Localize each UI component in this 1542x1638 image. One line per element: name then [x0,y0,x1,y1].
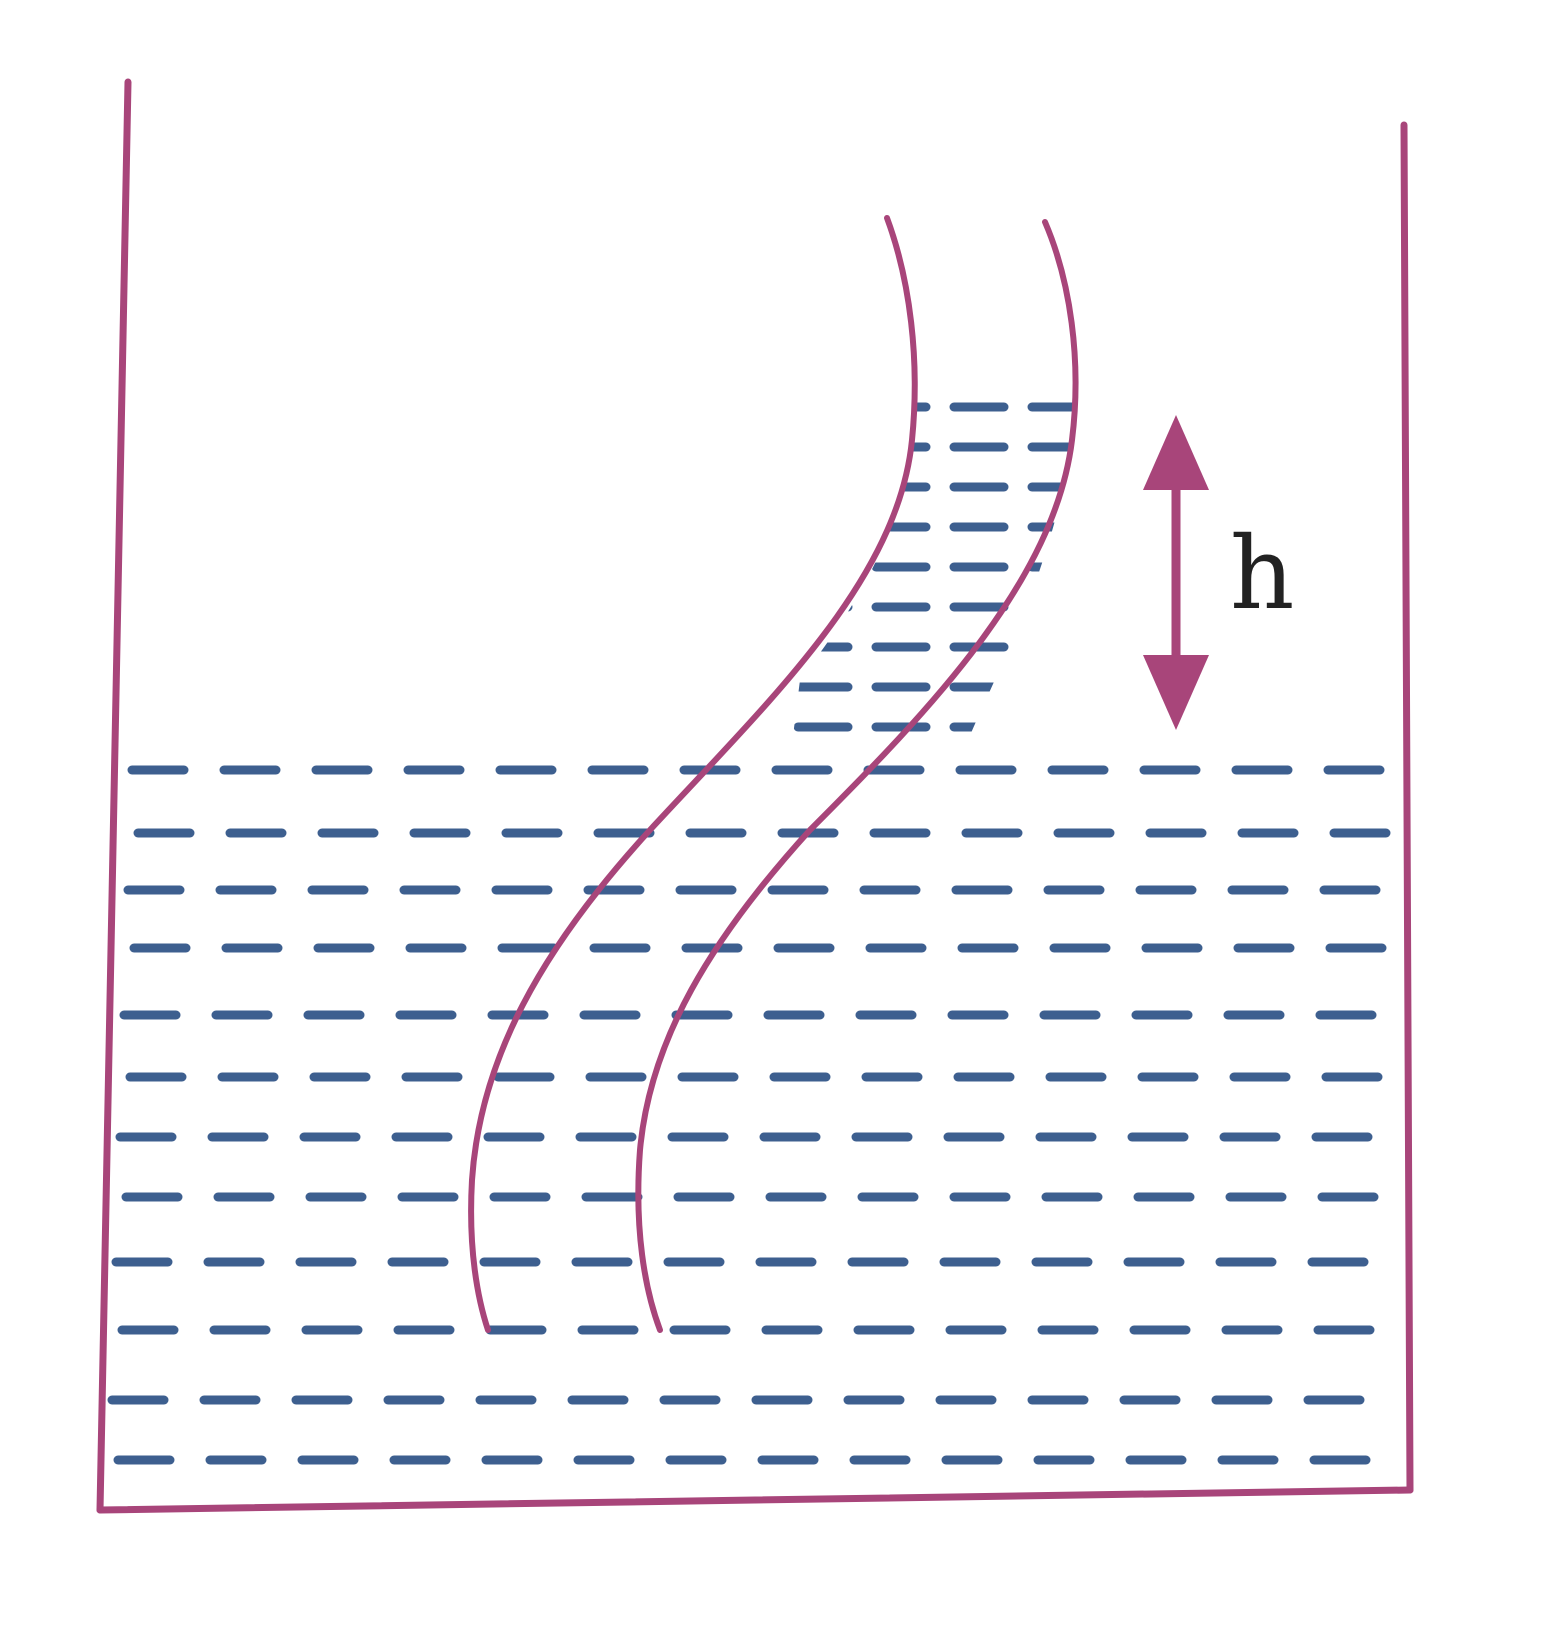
capillary-tube-right-wall [635,219,1079,1333]
beaker-bottom [96,1486,1414,1514]
arrow-head-up-icon [1143,415,1209,490]
capillary-tube-left-wall [468,215,918,1333]
liquid-in-beaker [107,765,1391,1465]
arrow-head-down-icon [1143,655,1209,730]
beaker-left-wall [96,78,132,1514]
height-label: h [1230,515,1294,632]
beaker-right-wall [1400,121,1414,1494]
height-arrow [1143,415,1209,730]
